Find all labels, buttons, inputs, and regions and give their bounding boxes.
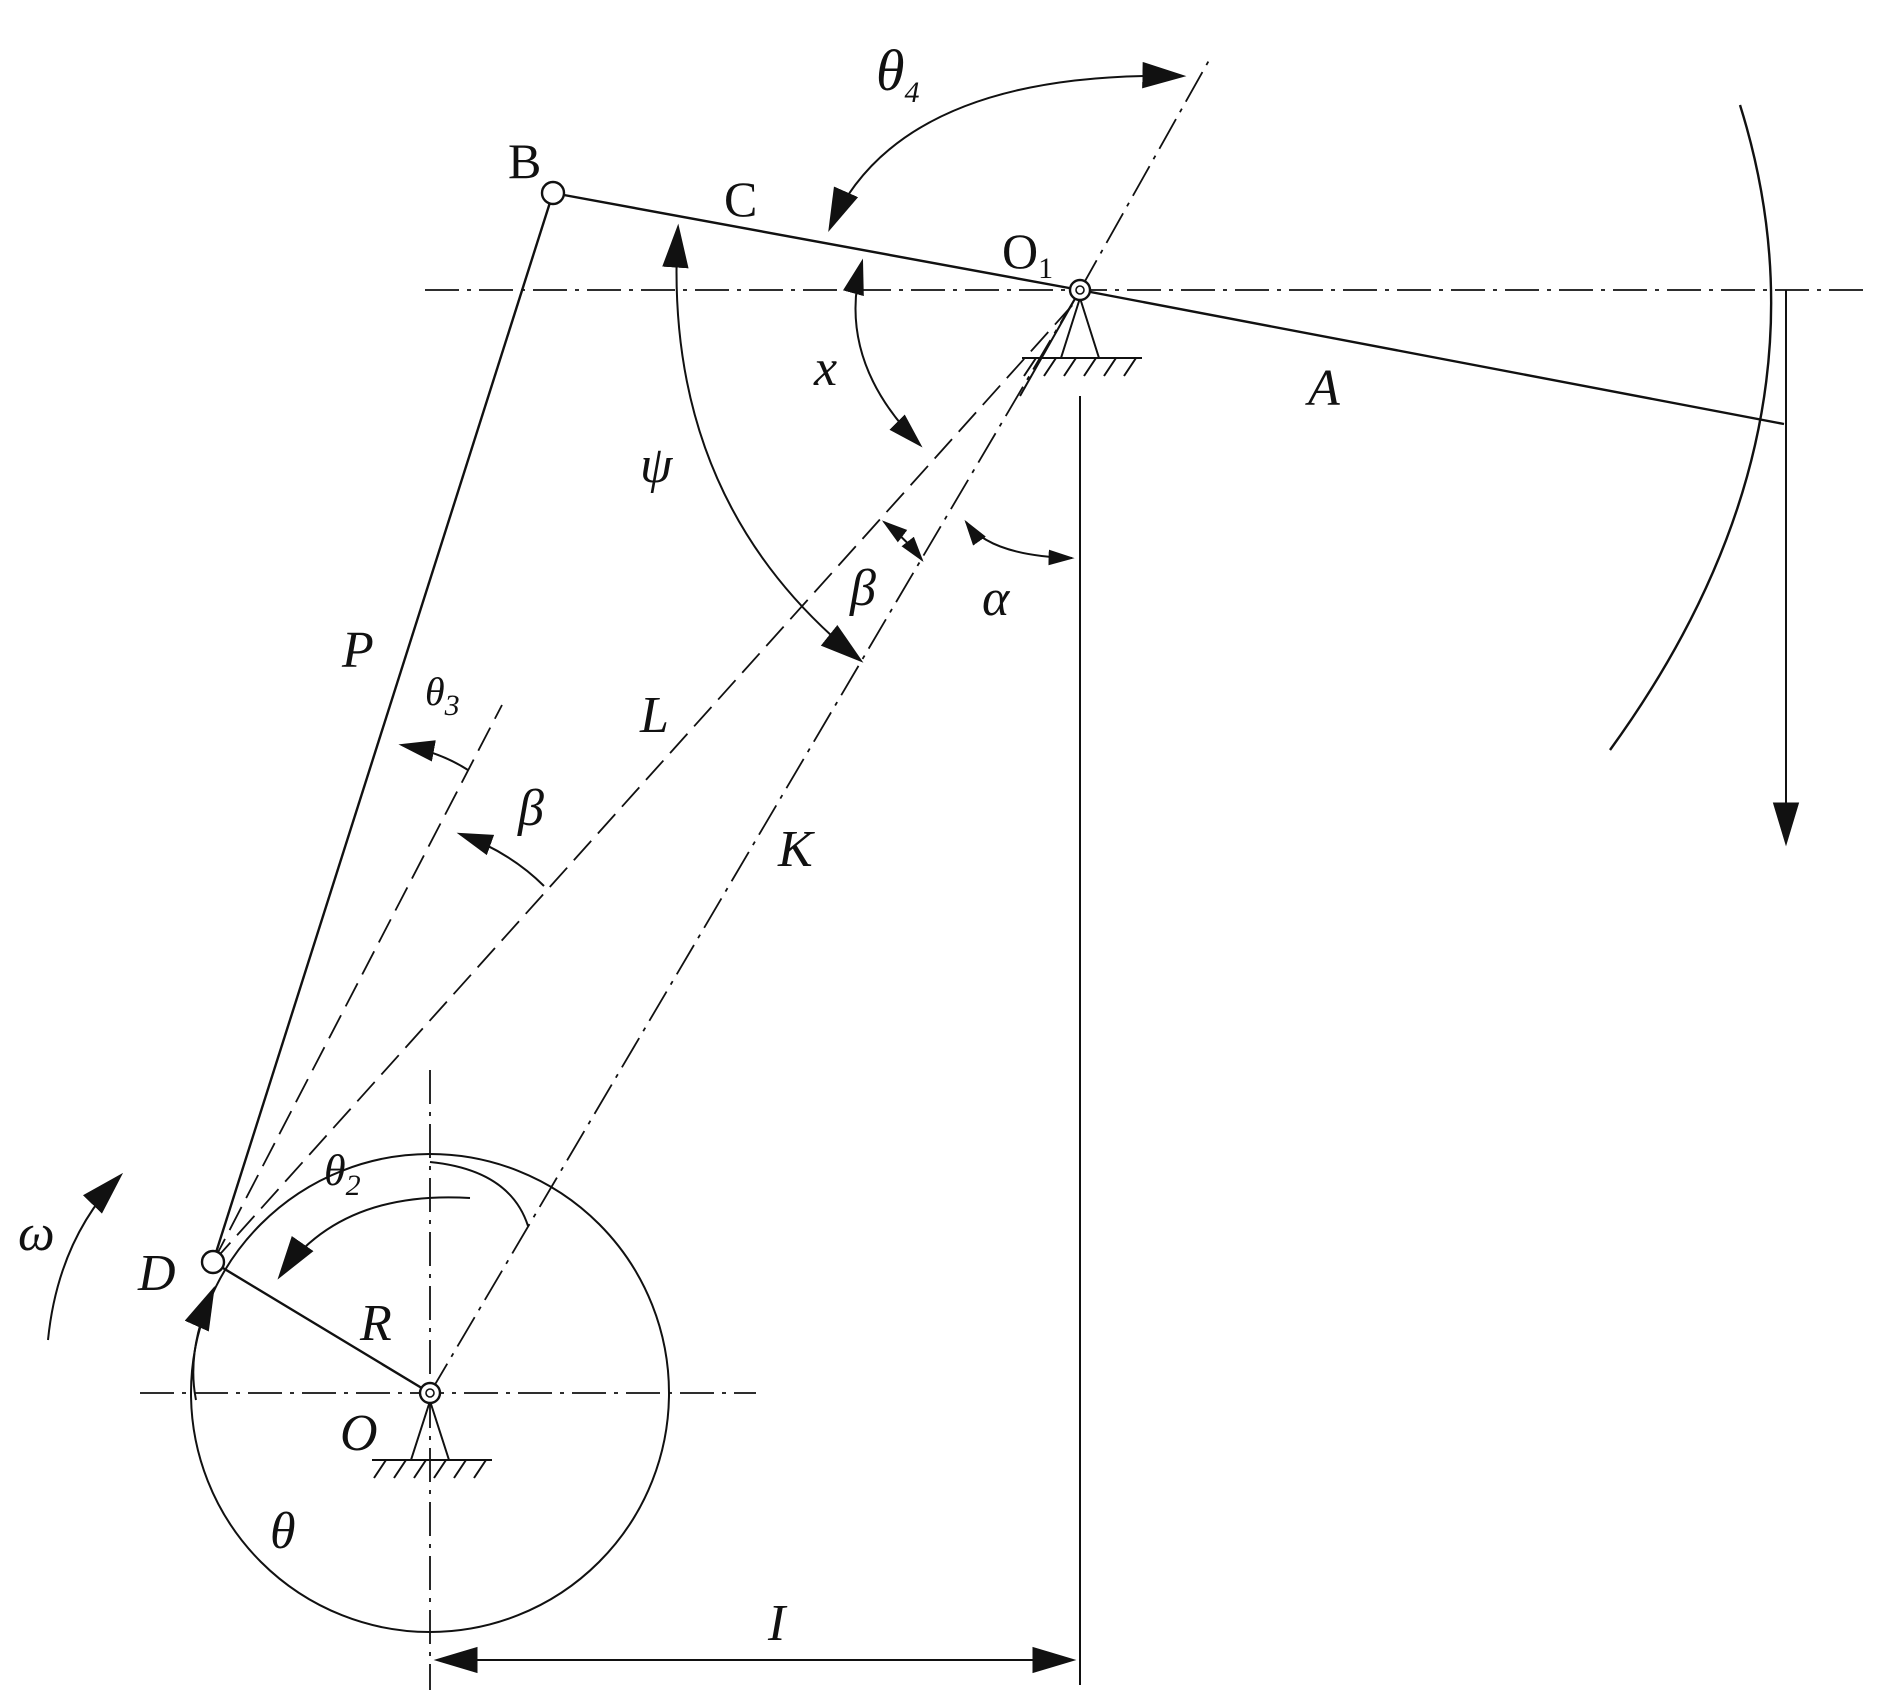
link-a bbox=[1079, 288, 1785, 426]
link-p bbox=[211, 192, 555, 1263]
theta4-reference-line bbox=[1079, 54, 1213, 291]
theta3-reference-line bbox=[212, 704, 503, 1263]
omega-arc bbox=[47, 1172, 124, 1341]
label-beta-mid: β bbox=[517, 780, 544, 837]
joint-o1-inner bbox=[1075, 285, 1085, 295]
label-o1: O1 bbox=[1002, 223, 1053, 285]
label-r: R bbox=[359, 1295, 392, 1352]
label-theta2: θ2 bbox=[324, 1146, 361, 1202]
beta-mid-arc bbox=[456, 832, 545, 887]
label-o: O bbox=[340, 1405, 378, 1462]
beta-top-arc bbox=[881, 520, 924, 563]
ground-support-o bbox=[372, 1397, 492, 1479]
label-i: I bbox=[767, 1595, 788, 1652]
psi-arc bbox=[662, 223, 864, 663]
label-theta: θ bbox=[270, 1503, 296, 1560]
link-r bbox=[212, 1260, 431, 1395]
crank-circle bbox=[190, 1153, 670, 1633]
ground-support-o1 bbox=[1022, 294, 1142, 377]
label-psi: ψ bbox=[640, 437, 674, 494]
link-c bbox=[552, 191, 1081, 292]
joint-d bbox=[200, 1249, 226, 1275]
joint-o-inner bbox=[425, 1388, 435, 1398]
alpha-arc bbox=[964, 519, 1075, 566]
theta2-arc bbox=[277, 1196, 471, 1280]
label-alpha: α bbox=[982, 570, 1011, 627]
label-beta-top: β bbox=[849, 560, 876, 617]
label-b: B bbox=[508, 133, 541, 189]
theta2-arc-ref bbox=[429, 1161, 529, 1227]
output-arc bbox=[1609, 104, 1773, 751]
label-p: P bbox=[341, 622, 374, 679]
label-k: K bbox=[777, 821, 815, 878]
label-x: x bbox=[813, 340, 837, 397]
theta4-arc bbox=[828, 61, 1187, 233]
support-line-o1-left bbox=[1019, 289, 1081, 397]
label-a: A bbox=[1305, 360, 1340, 417]
label-c: C bbox=[724, 171, 757, 227]
label-l: L bbox=[639, 687, 669, 744]
label-theta4: θ4 bbox=[876, 38, 920, 109]
label-d: D bbox=[137, 1245, 176, 1302]
joint-b bbox=[540, 180, 566, 206]
theta3-arc bbox=[398, 740, 469, 771]
theta-arc bbox=[184, 1285, 215, 1401]
label-omega: ω bbox=[18, 1205, 55, 1262]
line-k bbox=[429, 289, 1081, 1394]
label-theta3: θ3 bbox=[425, 669, 460, 722]
